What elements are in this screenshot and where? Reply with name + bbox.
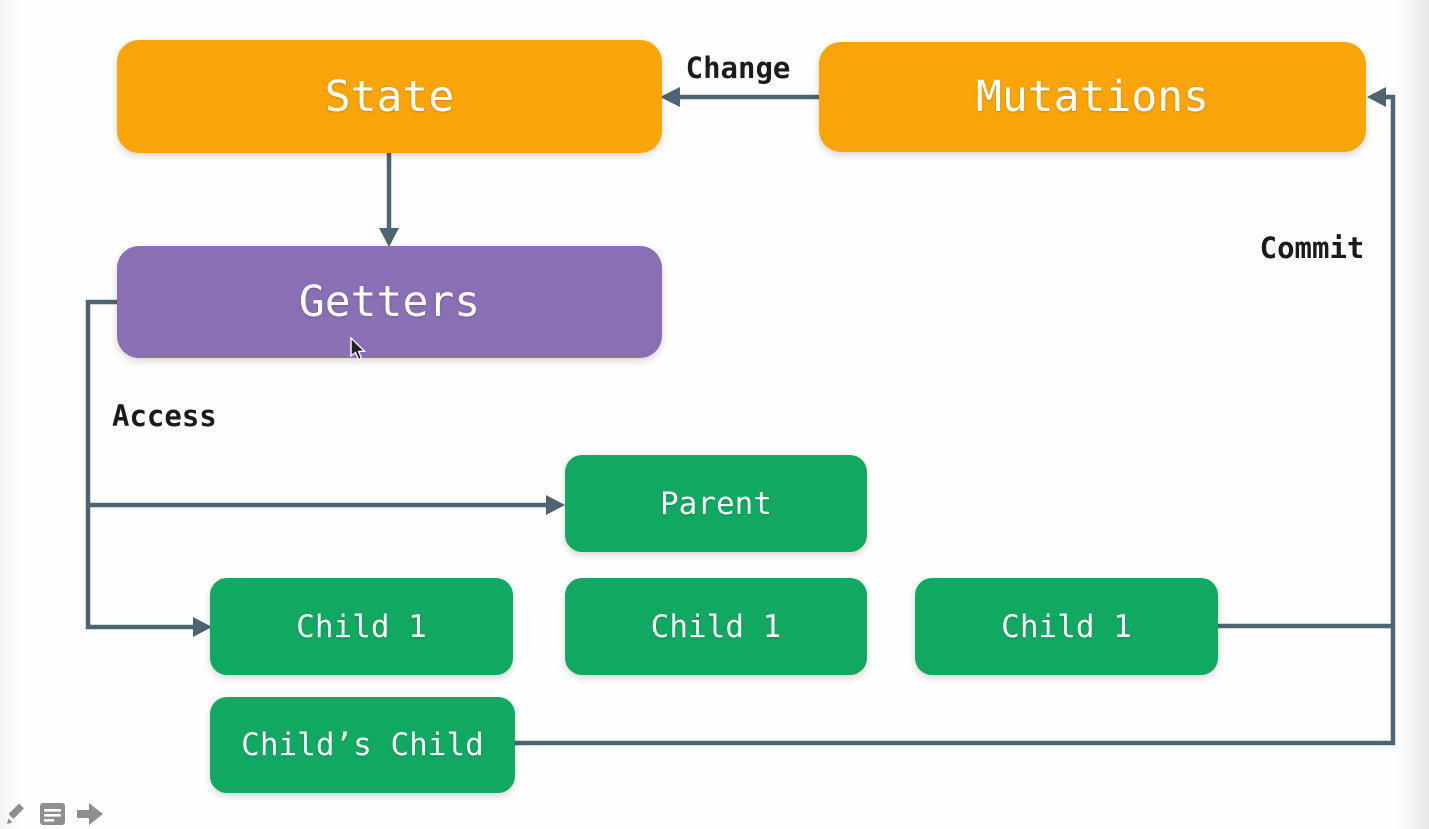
notes-icon[interactable] [39, 802, 66, 826]
edge-label-change: Change [685, 51, 791, 85]
presentation-controls [4, 801, 105, 827]
mouse-cursor-icon [350, 337, 367, 361]
node-parent: Parent [565, 455, 867, 552]
node-child-1-b: Child 1 [565, 578, 867, 675]
node-childs-child: Child’s Child [210, 697, 515, 793]
node-state: State [117, 40, 662, 153]
node-child-1-a: Child 1 [210, 578, 513, 675]
node-mutations: Mutations [819, 42, 1366, 152]
pencil-icon[interactable] [4, 801, 30, 827]
edge-label-commit: Commit [1259, 231, 1365, 265]
node-getters: Getters [117, 246, 662, 358]
edge-label-access: Access [112, 399, 217, 433]
next-slide-icon[interactable] [75, 801, 105, 827]
node-child-1-c: Child 1 [915, 578, 1218, 675]
